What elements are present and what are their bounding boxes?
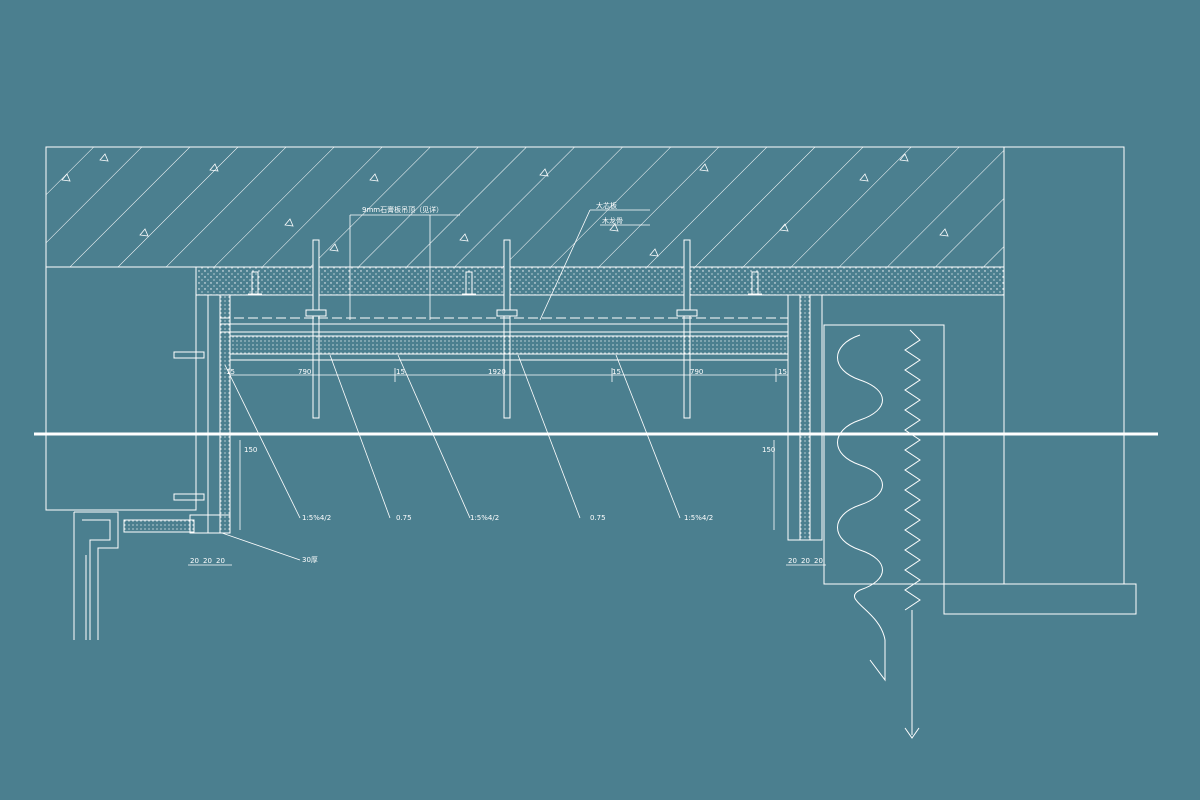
label-e: 1:5%4/2	[684, 514, 713, 522]
dim-150-right: 150	[762, 446, 775, 454]
dim-790-right: 790	[690, 368, 703, 376]
curtain	[837, 329, 921, 739]
label-c: 1:5%4/2	[470, 514, 499, 522]
leader-lines	[221, 209, 681, 561]
concrete-slab	[45, 146, 1005, 268]
dim-20-right-1: 20	[788, 557, 797, 565]
note-wood-keel: 木龙骨	[602, 216, 623, 225]
dim-15-a: 15	[226, 368, 235, 376]
dim-150-left: 150	[244, 446, 257, 454]
hanging-rods	[305, 239, 698, 419]
aggregate-marks	[61, 153, 949, 257]
screed-layer	[195, 266, 1005, 296]
dim-15-b: 15	[396, 368, 405, 376]
anchor-bolts	[248, 271, 762, 295]
label-a: 1:5%4/2	[302, 514, 331, 522]
left-wall	[45, 266, 197, 511]
left-frame	[73, 511, 119, 640]
ceiling-frame	[123, 294, 823, 541]
dim-20-left-2: 20	[203, 557, 212, 565]
dim-790-left: 790	[298, 368, 311, 376]
wall-anchors	[173, 351, 205, 501]
label-b: 0.75	[396, 514, 412, 522]
note-blockboard: 大芯板	[596, 201, 617, 210]
dim-15-d: 15	[778, 368, 787, 376]
dim-20-right-2: 20	[801, 557, 810, 565]
label-f: 30厚	[302, 556, 318, 564]
note-gypsum-ceiling: 9mm石膏板吊顶（见详）	[362, 205, 443, 214]
dim-20-right-3: 20	[814, 557, 823, 565]
dim-1920: 1920	[488, 368, 506, 376]
right-wall	[823, 146, 1137, 615]
dim-20-left-1: 20	[190, 557, 199, 565]
dim-20-left-3: 20	[216, 557, 225, 565]
dim-15-c: 15	[612, 368, 621, 376]
label-d: 0.75	[590, 514, 606, 522]
